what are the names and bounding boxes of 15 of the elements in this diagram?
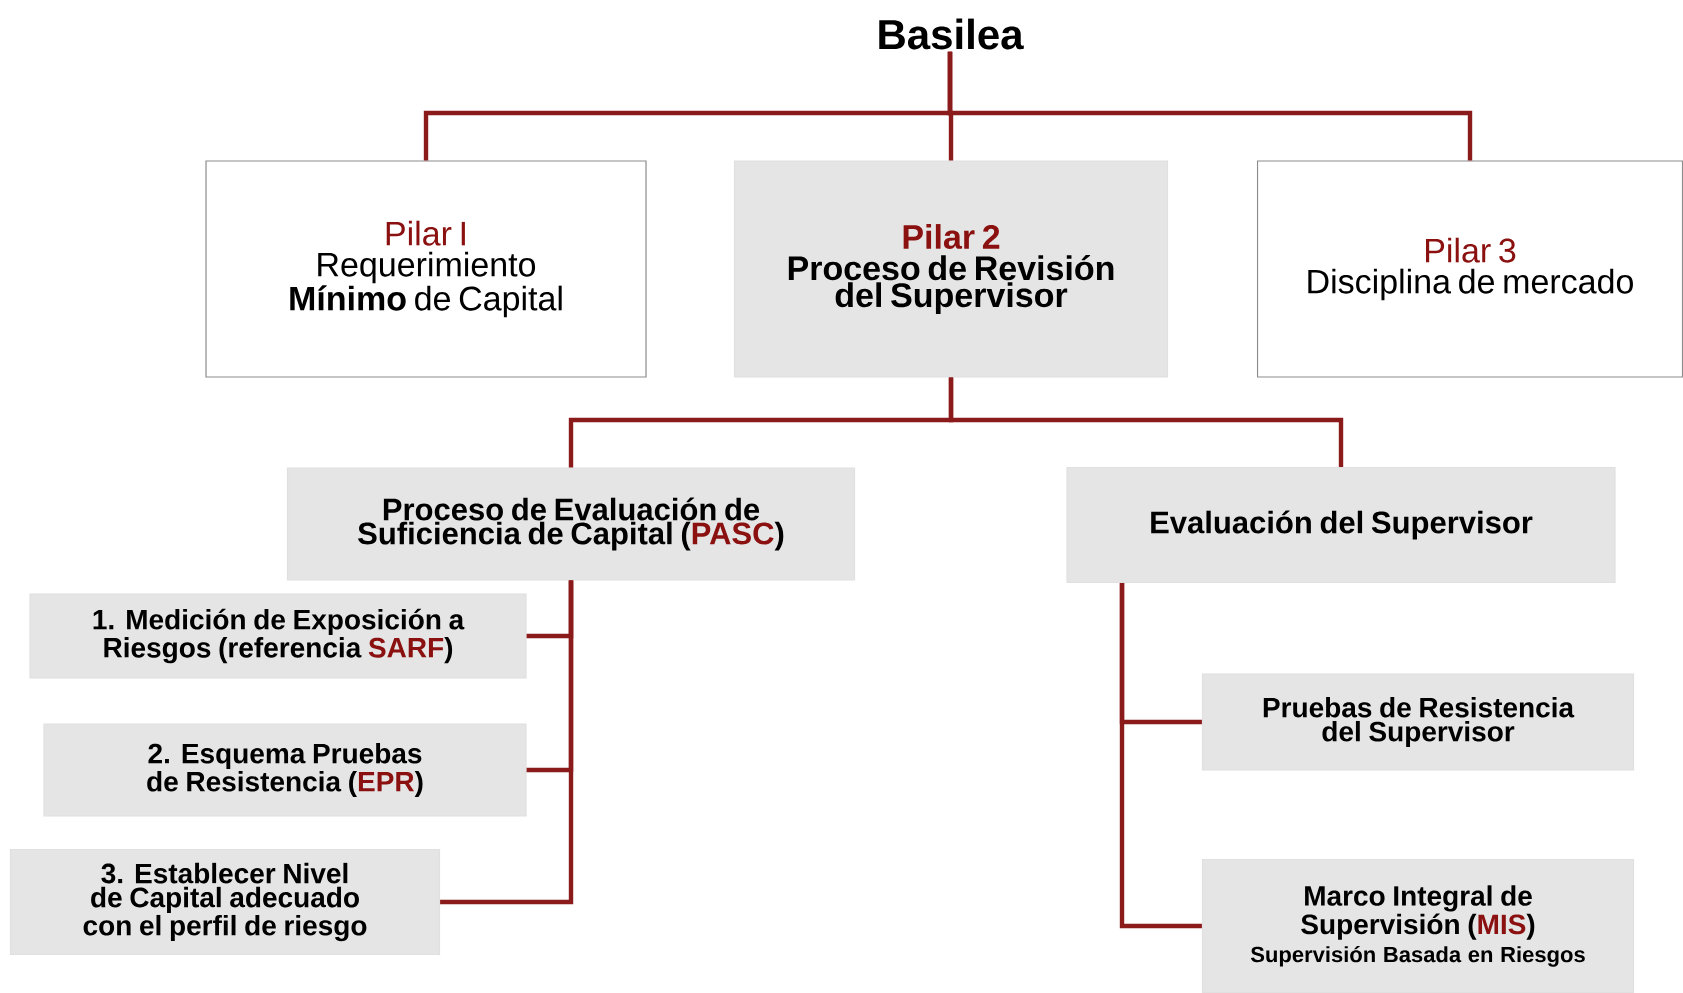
process-box: Pruebas de Resistencia del Supervisor (1201, 673, 1635, 771)
connector (947, 51, 1473, 161)
connector (948, 377, 1344, 467)
process-box: Marco Integral de Supervisión (MIS) Supervisión Basada en Riesgos (1201, 858, 1635, 993)
connector (1119, 583, 1202, 929)
title-text: Basilea (879, 18, 1024, 50)
process-box: Pilar 2 Proceso de Revisión del Supervisor (733, 160, 1169, 378)
pillar-box: Pilar 3 Disciplina de mercado (1256, 160, 1683, 378)
process-box: 3. Establecer Nivel de Capital adecuado con el perfil de riesgo (9, 848, 441, 956)
process-box: 2. Esquema Pruebas de Resistencia (EPR) (43, 723, 527, 817)
connector (440, 580, 574, 905)
process-box: Proceso de Evaluación de Suficiencia de Capital (PASC) (286, 467, 856, 581)
process-box: Evaluación del Supervisor (1066, 466, 1616, 584)
pillar-box: Pilar I Requerimiento Mínimo de Capital (205, 160, 647, 378)
process-box: 1. Medición de Exposición a Riesgos (referencia SARF) (29, 593, 527, 679)
